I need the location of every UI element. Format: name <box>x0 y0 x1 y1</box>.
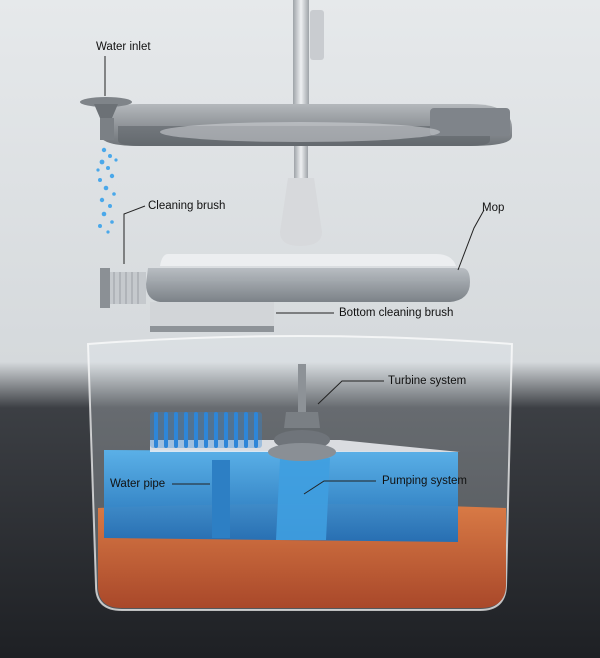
label-cleaning-brush: Cleaning brush <box>148 200 226 212</box>
water-droplets-icon <box>96 147 118 234</box>
bucket <box>86 335 514 611</box>
cleaning-brush-icon <box>100 268 146 308</box>
turbine-shaft-icon <box>268 364 336 461</box>
tank-brush-icon <box>150 412 262 448</box>
spinner-tray <box>100 104 512 146</box>
label-water-inlet: Water inlet <box>96 41 151 53</box>
water-pipe <box>212 460 230 538</box>
mop-pole <box>293 0 309 120</box>
pole-clip <box>310 10 324 60</box>
pole-lower <box>294 146 308 180</box>
mop-head <box>146 254 470 302</box>
label-water-pipe: Water pipe <box>110 478 166 490</box>
label-pumping-system: Pumping system <box>382 475 468 487</box>
label-bottom-cleaning-brush: Bottom cleaning brush <box>339 307 454 319</box>
pumping-system <box>276 458 330 540</box>
leader-lines <box>104 56 485 495</box>
label-turbine-system: Turbine system <box>388 375 467 387</box>
bottom-brush-bristles <box>150 302 274 332</box>
water-inlet-cup-icon <box>80 97 132 140</box>
label-mop: Mop <box>482 202 505 214</box>
mop-joint <box>280 178 322 246</box>
